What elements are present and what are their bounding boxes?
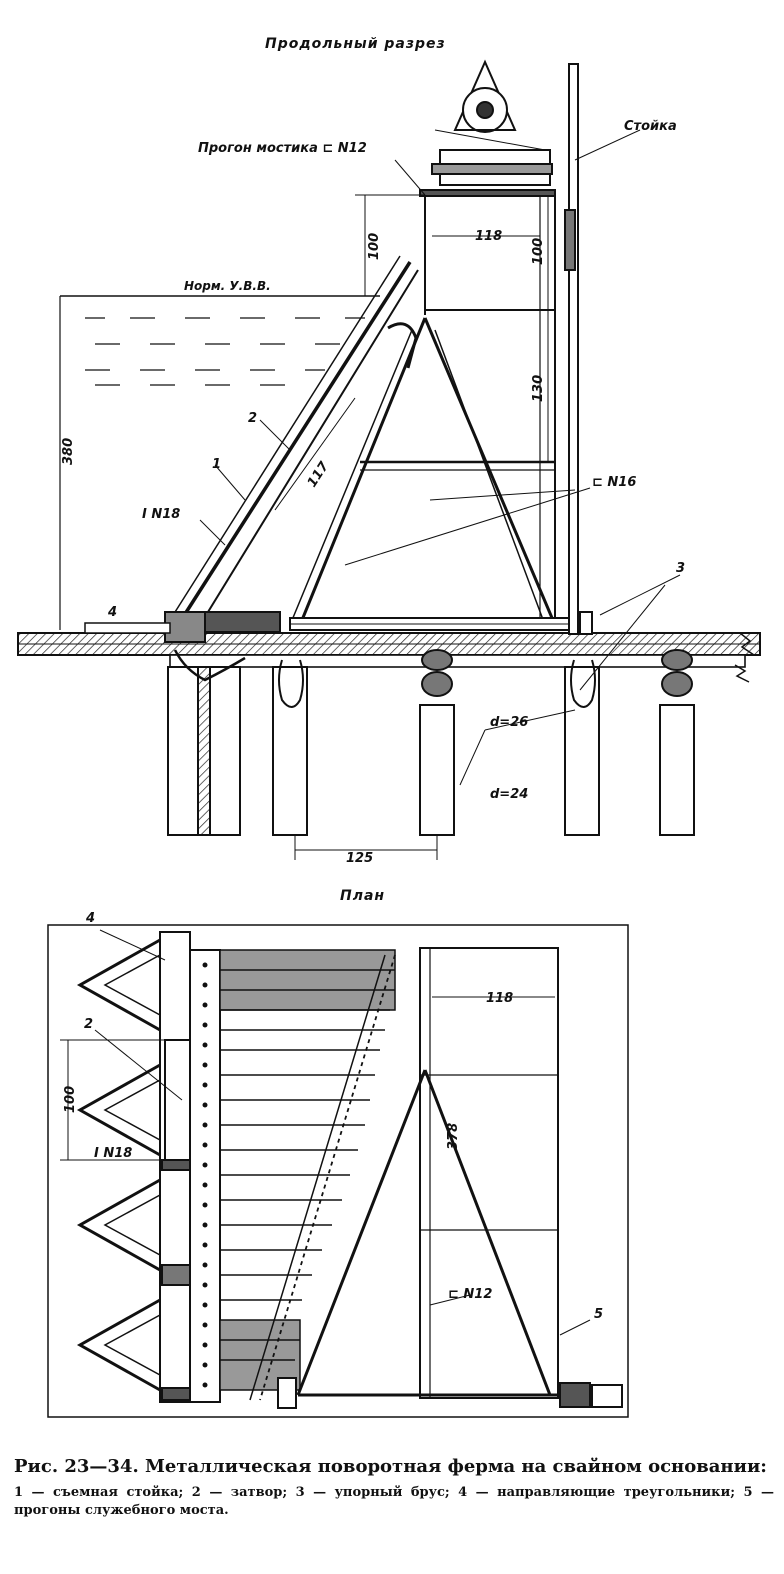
dim-130: 130 — [531, 375, 546, 402]
dim-100-left: 100 — [367, 233, 382, 260]
label-num-2: 2 — [248, 411, 257, 426]
label-ibeam18: I N18 — [142, 507, 180, 522]
inclined-gate — [164, 255, 419, 643]
plan-view — [47, 924, 629, 1418]
dim-118-top: 118 — [475, 229, 502, 244]
plan-dim-100: 100 — [63, 1086, 78, 1113]
guide-triangles-plan — [76, 938, 161, 1392]
section-title: Продольный разрез — [265, 36, 446, 52]
label-d26: d=26 — [490, 715, 528, 730]
label-num-4: 4 — [107, 605, 117, 620]
plan-label-num-4: 4 — [85, 911, 95, 926]
figure-caption: Рис. 23—34. Металлическая поворотная фер… — [14, 1456, 774, 1520]
longitudinal-section — [17, 59, 761, 860]
plan-label-num-5: 5 — [594, 1307, 603, 1322]
deck-planks-plan — [219, 949, 396, 1401]
truss-frame — [289, 189, 591, 631]
winch-hoist — [431, 59, 553, 186]
label-channel16: ⊏ N16 — [592, 475, 636, 490]
caption-legend: 1 — съемная стойка; 2 — затвор; 3 — упор… — [14, 1485, 774, 1518]
truss-frame-plan — [277, 947, 623, 1409]
label-stoyka: Стойка — [624, 119, 677, 134]
removable-post — [564, 63, 579, 635]
label-progon: Прогон мостика ⊏ N12 — [198, 141, 367, 156]
caption-title: Рис. 23—34. Металлическая поворотная фер… — [14, 1456, 767, 1477]
dim-100-right: 100 — [531, 238, 546, 265]
section-dimension-lines — [59, 129, 681, 860]
piles — [167, 649, 695, 836]
plan-dimension-lines — [60, 929, 591, 1336]
plan-dim-378: 378 — [446, 1123, 461, 1150]
plan-label-num-2: 2 — [84, 1017, 93, 1032]
label-d24: d=24 — [490, 787, 528, 802]
rivets-plan — [202, 962, 208, 1388]
label-norm-water: Норм. У.В.В. — [184, 279, 271, 293]
guide-triangle-section — [84, 611, 593, 635]
plan-label-ibeam18: I N18 — [94, 1146, 132, 1161]
dim-380: 380 — [61, 438, 76, 465]
plan-label-channel12: ⊏ N12 — [448, 1287, 492, 1302]
deck-beam — [17, 632, 761, 683]
plan-title: План — [340, 888, 385, 904]
label-num-3: 3 — [676, 561, 685, 576]
label-num-1: 1 — [212, 457, 221, 472]
plan-dim-118: 118 — [486, 991, 513, 1006]
dim-125: 125 — [346, 851, 373, 866]
